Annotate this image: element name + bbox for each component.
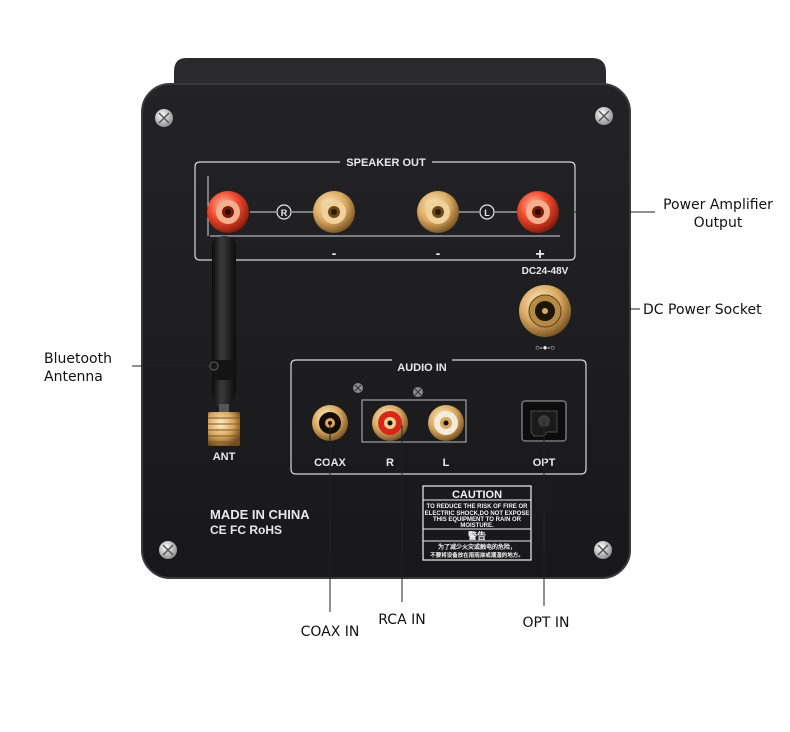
certification-marks: CE FC RoHS bbox=[210, 523, 282, 537]
callout-power-amp-2: Output bbox=[694, 215, 743, 231]
dc-power-socket bbox=[519, 285, 571, 337]
chassis-panel bbox=[142, 84, 630, 578]
rca-l-jack bbox=[428, 405, 464, 441]
audio-in-label: AUDIO IN bbox=[397, 362, 447, 374]
caution-cn-line-2: 不要将设备放在雨雨淋或潮湿的地方。 bbox=[430, 551, 524, 559]
made-in-label: MADE IN CHINA bbox=[210, 507, 310, 522]
caution-cn-title: 警告 bbox=[468, 530, 486, 542]
screw-bottom-right bbox=[594, 541, 612, 559]
rca-screw-left bbox=[353, 383, 363, 393]
right-channel-letter: R bbox=[281, 208, 288, 218]
panel-edge bbox=[141, 83, 631, 579]
callout-bluetooth-2: Antenna bbox=[44, 369, 103, 385]
rca-group-frame bbox=[361, 399, 467, 443]
screw-bottom-left bbox=[159, 541, 177, 559]
callout-dc-power: DC Power Socket bbox=[643, 302, 762, 318]
screw-top-left bbox=[155, 109, 173, 127]
polarity-minus-l: - bbox=[436, 245, 441, 261]
caution-line-2: ELECTRIC SHOCK,DO NOT EXPOSE bbox=[425, 511, 530, 517]
rca-r-jack bbox=[372, 405, 408, 441]
bluetooth-antenna bbox=[212, 236, 236, 412]
speaker-terminal-r-minus bbox=[313, 191, 355, 233]
caution-line-4: MOISTURE. bbox=[460, 523, 494, 529]
right-channel-mark bbox=[276, 204, 292, 220]
speaker-out-frame bbox=[194, 161, 576, 261]
speaker-out-label: SPEAKER OUT bbox=[346, 157, 426, 169]
callout-power-amp-1: Power Amplifier bbox=[663, 197, 773, 213]
rca-l-label: L bbox=[443, 457, 450, 469]
speaker-terminal-l-plus bbox=[517, 191, 559, 233]
dc-polarity-symbol: ○-●-○ bbox=[535, 343, 555, 352]
callout-rca-in: RCA IN bbox=[378, 612, 425, 628]
caution-cn-line-1: 为了减少火灾或触电的危险， bbox=[438, 543, 516, 551]
audio-in-frame bbox=[290, 359, 587, 475]
caution-line-3: THIS EQUIPMENT TO RAIN OR bbox=[433, 517, 522, 523]
antenna-label: ANT bbox=[213, 451, 236, 463]
callout-opt-in: OPT IN bbox=[522, 615, 569, 631]
caution-label bbox=[422, 485, 532, 561]
speaker-terminal-r-plus bbox=[207, 191, 249, 233]
left-channel-mark bbox=[479, 204, 495, 220]
rca-r-label: R bbox=[386, 457, 394, 469]
antenna-connector bbox=[208, 412, 240, 446]
caution-line-1: TO REDUCE THE RISK OF FIRE OR bbox=[427, 504, 529, 510]
polarity-plus: + bbox=[535, 246, 544, 263]
dc-voltage-label: DC24-48V bbox=[522, 266, 569, 277]
left-channel-letter: L bbox=[484, 208, 490, 218]
callout-coax-in: COAX IN bbox=[301, 624, 360, 640]
callout-bluetooth-1: Bluetooth bbox=[44, 351, 112, 367]
polarity-minus-r: - bbox=[332, 245, 337, 261]
coax-jack bbox=[312, 405, 348, 441]
rca-screw-right bbox=[413, 387, 423, 397]
screw-top-right bbox=[595, 107, 613, 125]
leader-bluetooth-dot bbox=[209, 361, 219, 371]
caution-title: CAUTION bbox=[452, 489, 502, 501]
speaker-terminal-l-minus bbox=[417, 191, 459, 233]
